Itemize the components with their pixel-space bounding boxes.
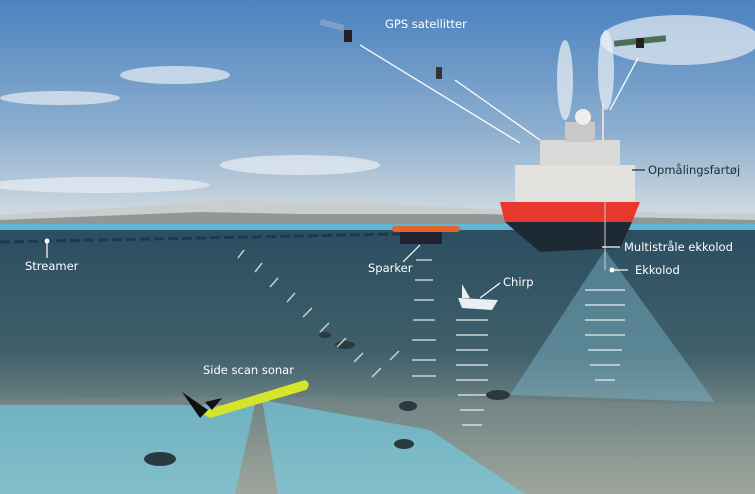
sparker-vertical-pulses: [412, 259, 436, 377]
sea: [0, 226, 755, 406]
label-multibeam-echosounder: Multistråle ekkolod: [624, 240, 733, 254]
label-sparker: Sparker: [368, 261, 413, 275]
side-scan-beam-left: [0, 405, 255, 494]
label-streamer: Streamer: [25, 259, 79, 273]
chirp-pulses: [456, 319, 488, 426]
multibeam-beam: [510, 250, 715, 402]
gps-satellite-icon: [613, 35, 667, 48]
gps-satellite-icon: [319, 18, 352, 42]
seabed-rocks: [144, 332, 510, 466]
side-scan-sonar-towfish: [182, 380, 309, 418]
sparker-device: [392, 226, 460, 244]
echosounder-pulses: [585, 289, 625, 381]
sparker-pulses: [237, 249, 400, 378]
side-scan-beam-right: [262, 400, 525, 494]
survey-vessel: [500, 104, 640, 273]
streamer-cable: [0, 232, 401, 244]
gps-satellite-icon: [436, 67, 442, 79]
exhaust-smoke: [557, 30, 614, 120]
clouds: [0, 15, 755, 193]
label-chirp: Chirp: [503, 275, 534, 289]
label-side-scan-sonar: Side scan sonar: [203, 363, 294, 377]
label-gps-satellites: GPS satellitter: [385, 17, 467, 31]
gps-signal-lines: [359, 44, 639, 144]
label-leaders: [46, 243, 628, 299]
chirp-towfish: [458, 284, 498, 310]
label-echosounder: Ekkolod: [635, 263, 680, 277]
label-survey-vessel: Opmålingsfartøj: [648, 163, 740, 177]
